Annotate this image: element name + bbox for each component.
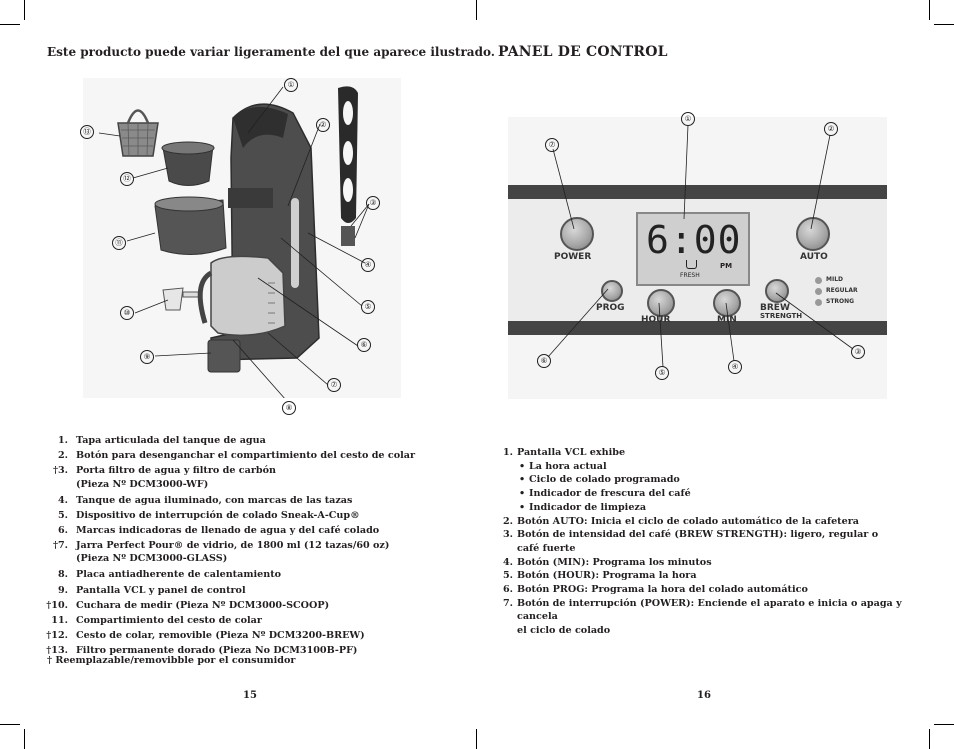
crop-mark [24, 729, 25, 749]
callout-6: ⑥ [537, 354, 551, 368]
callout-10: ⑩ [120, 306, 134, 320]
callout-2: ② [824, 122, 838, 136]
coffee-maker-illustration [83, 78, 401, 398]
list-item: 6.Marcas indicadoras de llenado de agua … [57, 525, 380, 537]
lcd-time: 6:00 [646, 218, 742, 262]
list-item: 11.Compartimiento del cesto de colar [51, 615, 262, 627]
strength-label: STRENGTH [760, 312, 803, 320]
sub-list: La hora actual Ciclo de colado programad… [503, 460, 903, 515]
callout-5: ⑤ [361, 300, 375, 314]
power-button[interactable] [560, 217, 594, 251]
list-item: Indicador de limpieza [517, 501, 903, 515]
crop-mark [929, 729, 930, 749]
crop-mark [934, 24, 954, 25]
callout-4: ④ [728, 360, 742, 374]
auto-button[interactable] [796, 217, 830, 251]
callout-6: ⑥ [357, 338, 371, 352]
list-item: †12.Cesto de colar, removible (Pieza Nº … [46, 630, 365, 642]
crop-mark [0, 724, 20, 725]
auto-label: AUTO [800, 252, 828, 262]
list-item: 5.Botón (HOUR): Programa la hora [503, 570, 697, 582]
list-item: †3.Porta filtro de agua y filtro de carb… [52, 465, 276, 490]
prog-label: PROG [596, 303, 625, 313]
list-item: 9.Pantalla VCL y panel de control [57, 584, 246, 596]
list-item: 1.Tapa articulada del tanque de agua [57, 435, 266, 446]
strength-regular: REGULAR [826, 287, 858, 294]
callout-8: ⑧ [282, 401, 296, 415]
callout-3: ③ [366, 196, 380, 210]
brew-label: BREW [760, 303, 790, 313]
list-item: Indicador de frescura del café [517, 487, 903, 501]
lcd-pm: PM [720, 262, 733, 270]
crop-mark [0, 24, 20, 25]
list-item: 8.Placa antiadherente de calentamiento [57, 569, 282, 581]
center-mark [476, 729, 477, 749]
callout-13: ⑬ [80, 125, 94, 139]
list-item: 5.Dispositivo de interrupción de colado … [57, 509, 360, 521]
callout-2: ② [316, 118, 330, 132]
hour-button[interactable] [647, 289, 675, 317]
cup-icon [686, 260, 697, 269]
crop-mark [929, 0, 930, 20]
coffee-maker-drawing [98, 86, 370, 398]
page-number: 15 [243, 690, 257, 701]
list-item: 1.Pantalla VCL exhibe [503, 447, 626, 458]
min-label: MIN [717, 315, 737, 325]
indicator-light [815, 277, 822, 284]
list-item: †7.Jarra Perfect Pour® de vidrio, de 180… [52, 540, 390, 565]
callout-7: ⑦ [545, 138, 559, 152]
indicator-light [815, 299, 822, 306]
page-number: 16 [697, 690, 711, 701]
callout-3: ③ [851, 345, 865, 359]
list-item: La hora actual [517, 460, 903, 474]
list-item: Ciclo de colado programado [517, 473, 903, 487]
list-item: †10.Cuchara de medir (Pieza Nº DCM3000-S… [46, 599, 330, 611]
callout-4: ④ [361, 258, 375, 272]
footnote: † Reemplazable/removibble por el consumi… [47, 655, 296, 666]
list-item: 6.Botón PROG: Programa la hora del colad… [503, 584, 808, 596]
list-item: 4.Botón (MIN): Programa los minutos [503, 556, 712, 568]
indicator-light [815, 288, 822, 295]
parts-list: 1.Tapa articulada del tanque de agua 2.B… [40, 433, 450, 659]
leader-lines [547, 124, 854, 368]
callout-11: ⑪ [112, 236, 126, 250]
list-item: 7.Botón de interrupción (POWER): Enciend… [503, 597, 902, 637]
callout-9: ⑨ [140, 350, 154, 364]
strength-strong: STRONG [826, 298, 855, 305]
page-heading: PANEL DE CONTROL [498, 44, 668, 60]
page-heading: Este producto puede variar ligeramente d… [47, 45, 495, 59]
list-item: 2.Botón AUTO: Inicia el ciclo de colado … [503, 515, 859, 527]
brew-strength-button[interactable] [765, 279, 789, 303]
crop-mark [934, 724, 954, 725]
callout-7: ⑦ [327, 378, 341, 392]
list-item: 4.Tanque de agua iluminado, con marcas d… [57, 494, 353, 506]
callout-1: ① [284, 78, 298, 92]
callout-5: ⑤ [655, 366, 669, 380]
callout-1: ① [681, 112, 695, 126]
hour-label: HOUR [641, 315, 671, 325]
list-item: †13.Filtro permanente dorado (Pieza No D… [46, 645, 358, 657]
strength-mild: MILD [826, 276, 844, 283]
crop-mark [24, 0, 25, 20]
list-item: 3.Botón de intensidad del café (BREW STR… [503, 529, 879, 554]
center-mark [476, 0, 477, 20]
list-item: 2.Botón para desenganchar el compartimie… [57, 450, 416, 462]
power-label: POWER [554, 252, 592, 262]
control-panel-illustration: 6:00 PM FRESH POWER AUTO PROG HOUR MIN B… [508, 117, 887, 399]
prog-button[interactable] [601, 280, 623, 302]
callout-12: ⑫ [120, 172, 134, 186]
lcd-fresh: FRESH [680, 272, 700, 279]
control-panel-list: 1.Pantalla VCL exhibe La hora actual Cic… [503, 446, 903, 638]
lcd-display: 6:00 PM FRESH [636, 212, 750, 286]
